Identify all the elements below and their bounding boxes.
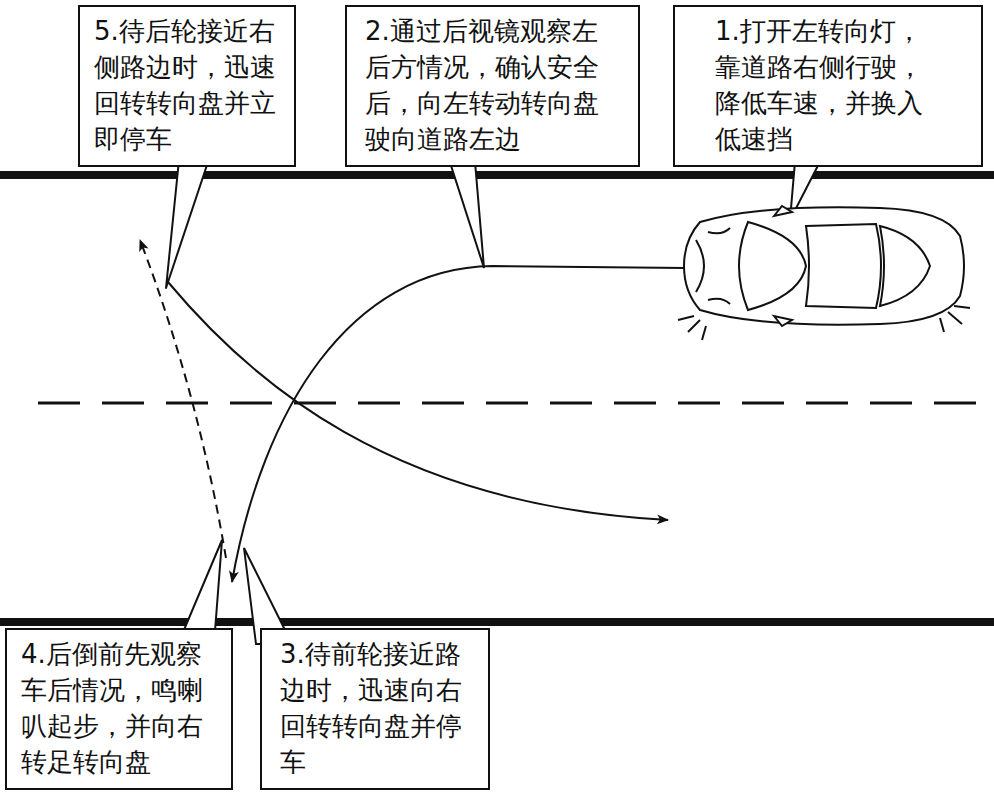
- exit-path: [168, 282, 668, 520]
- road-edge: [0, 171, 994, 179]
- callout-tail: [166, 150, 212, 288]
- center-line: [38, 402, 994, 405]
- flash-marks: [678, 306, 970, 340]
- callout-box: 3.待前轮接近路边时，迅速向右回转转向盘并停车: [260, 628, 490, 790]
- reverse-path: [140, 240, 226, 558]
- road-edge: [0, 618, 994, 626]
- callout-text: 1.打开左转向灯，靠道路右侧行驶，降低车速，并换入低速挡: [715, 13, 941, 157]
- callout-box: 1.打开左转向灯，靠道路右侧行驶，降低车速，并换入低速挡: [673, 5, 983, 167]
- callout-box: 2.通过后视镜观察左后方情况，确认安全后，向左转动转向盘驶向道路左边: [345, 5, 640, 167]
- car: [684, 206, 964, 326]
- callout-text: 3.待前轮接近路边时，迅速向右回转转向盘并停车: [280, 636, 470, 780]
- callout-text: 5.待后轮接近右侧路边时，迅速回转转向盘并立即停车: [94, 13, 280, 157]
- callout-text: 4.后倒前先观察车后情况，鸣喇叭起步，并向右转足转向盘: [21, 636, 217, 780]
- callout-text: 2.通过后视镜观察左后方情况，确认安全后，向左转动转向盘驶向道路左边: [365, 13, 620, 157]
- forward-path: [232, 266, 686, 582]
- callout-tail: [446, 150, 484, 268]
- callout-box: 4.后倒前先观察车后情况，鸣喇叭起步，并向右转足转向盘: [5, 628, 233, 790]
- callout-box: 5.待后轮接近右侧路边时，迅速回转转向盘并立即停车: [78, 5, 296, 167]
